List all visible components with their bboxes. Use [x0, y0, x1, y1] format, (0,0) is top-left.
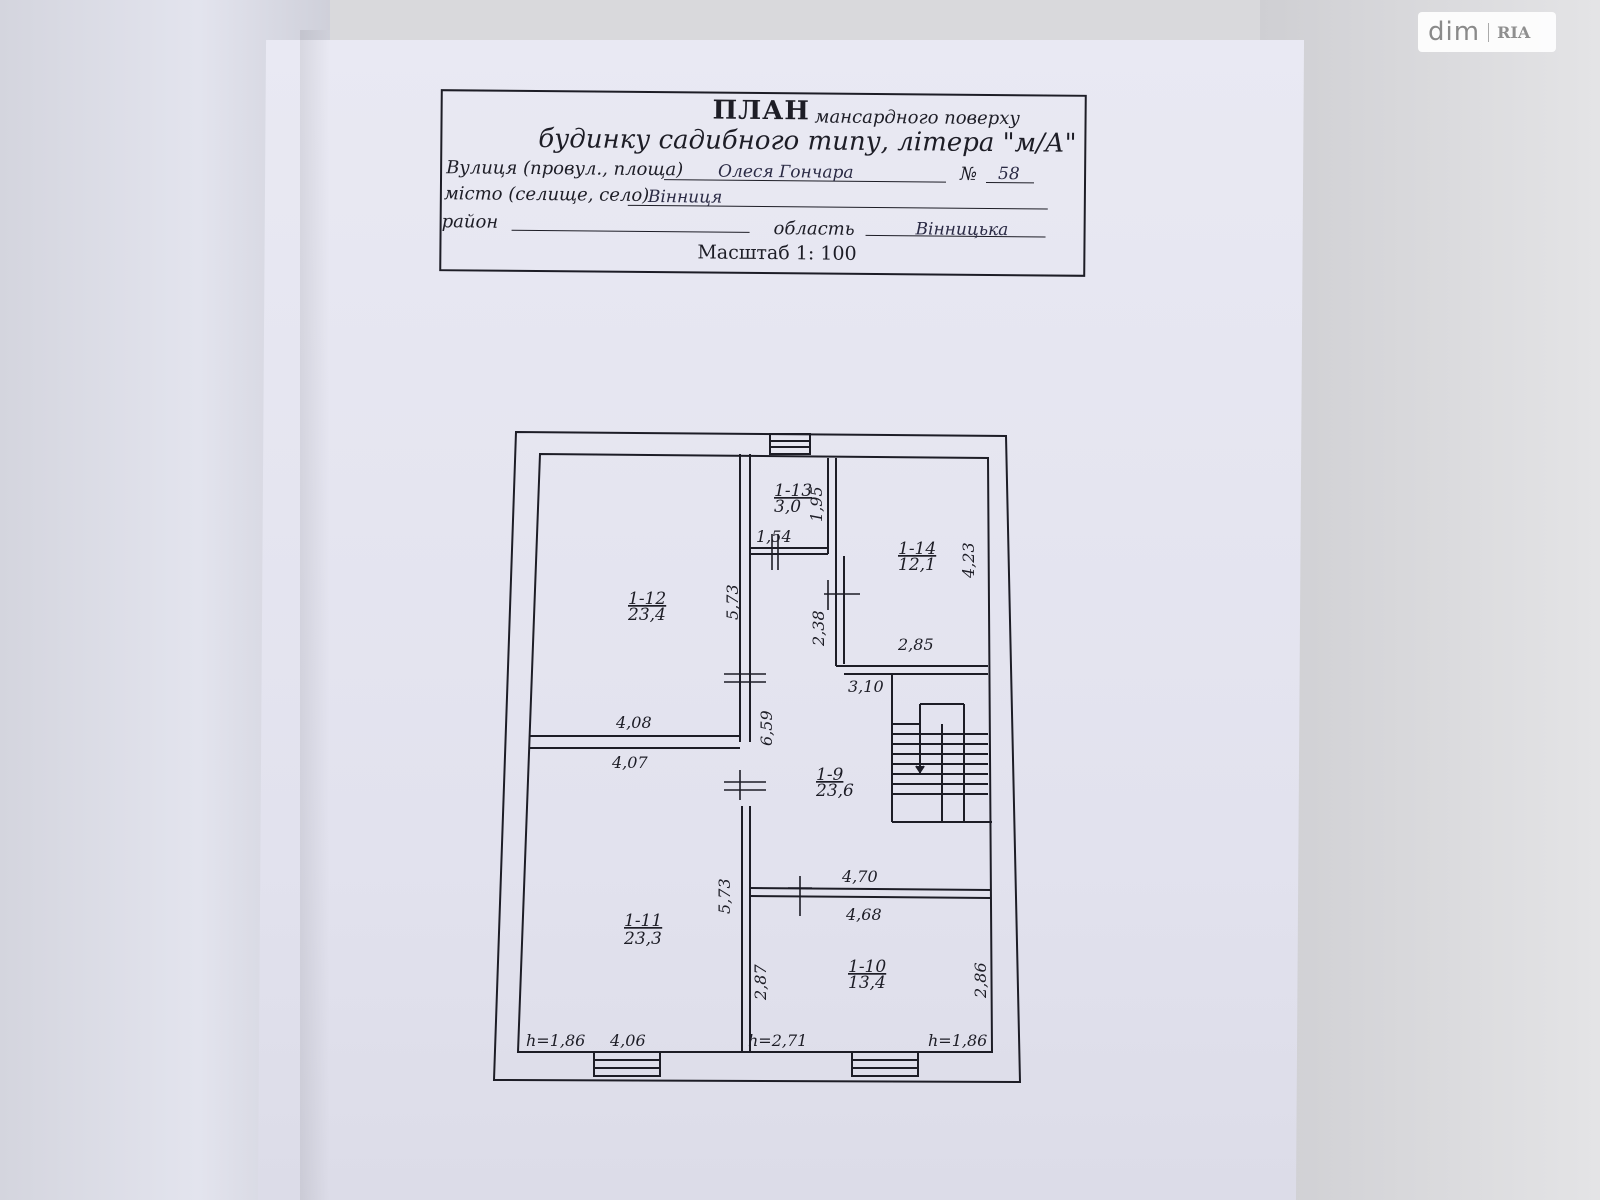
dim-2-38: 2,38: [809, 610, 828, 647]
watermark-dim: dim: [1428, 17, 1481, 47]
dim-4-08: 4,08: [615, 713, 652, 732]
dim-2-86: 2,86: [971, 962, 990, 999]
outer-wall: [492, 430, 1022, 1084]
room-1-12-id: 1-12: [628, 589, 666, 609]
height-left: h=1,86: [526, 1031, 585, 1050]
window-bottom-left: [593, 1051, 661, 1077]
dim-5-73-bottom: 5,73: [715, 878, 734, 914]
dim-4-68: 4,68: [845, 905, 882, 924]
room-1-10-area: 13,4: [848, 973, 886, 993]
floor-plan-drawing: 1-12 23,4 1-13 3,0 1-14 12,1 1-9 23,6 1-…: [492, 430, 1022, 1084]
dim-2-87: 2,87: [751, 964, 770, 1001]
dim-1-54: 1,54: [756, 527, 792, 546]
room-1-14-id: 1-14: [898, 539, 936, 559]
dimria-watermark-logo: dim RIA: [1418, 12, 1556, 52]
height-mid: h=2,71: [748, 1031, 807, 1050]
city-label: місто (селище, село): [443, 183, 650, 207]
watermark-ria: RIA: [1488, 22, 1530, 42]
dim-4-06: 4,06: [609, 1031, 646, 1050]
floor-plan: 1-12 23,4 1-13 3,0 1-14 12,1 1-9 23,6 1-…: [488, 430, 1048, 1100]
room-1-11-area: 23,3: [623, 929, 662, 949]
room-1-9-area: 23,6: [815, 781, 854, 801]
dim-3-10: 3,10: [848, 677, 884, 696]
window-top: [769, 433, 811, 455]
window-bottom-right: [851, 1051, 919, 1077]
dim-5-73-top: 5,73: [723, 584, 742, 620]
plan-heading: ПЛАН: [712, 95, 811, 127]
street-label: Вулиця (провул., площа): [446, 157, 684, 181]
dim-2-85: 2,85: [897, 635, 934, 654]
room-1-10-id: 1-10: [848, 957, 886, 977]
dim-1-95: 1,95: [807, 486, 826, 522]
scale-label: Масштаб 1: 100: [697, 241, 857, 265]
wall-h-right: [749, 887, 991, 891]
dim-4-07: 4,07: [611, 753, 648, 772]
staircase: [891, 674, 992, 823]
building-subtitle: будинку садибного типу, літера "м/А": [538, 124, 1077, 159]
inner-wall: [516, 452, 994, 1053]
dim-4-70: 4,70: [841, 867, 878, 886]
background-table: [1260, 0, 1600, 1200]
room-1-11-id: 1-11: [624, 911, 662, 931]
room-1-13-id: 1-13: [774, 481, 812, 501]
district-label: район: [441, 211, 499, 233]
room-1-13-area: 3,0: [774, 497, 801, 517]
room-1-12-area: 23,4: [627, 605, 666, 625]
number-value: 58: [997, 164, 1020, 185]
room-1-14-area: 12,1: [898, 555, 936, 575]
city-value: Вінниця: [647, 186, 723, 208]
street-value: Олеся Гончара: [718, 161, 854, 183]
page-fold-shadow: [300, 30, 330, 1200]
district-line: [511, 229, 750, 233]
title-block: ПЛАН мансардного поверху будинку садибно…: [439, 89, 1087, 277]
region-value: Вінницька: [915, 219, 1009, 241]
dim-6-59: 6,59: [757, 710, 776, 746]
door-marks: [724, 534, 860, 916]
height-right: h=1,86: [928, 1031, 987, 1050]
dim-4-23: 4,23: [959, 542, 978, 579]
number-label: №: [959, 163, 978, 185]
region-label: область: [773, 218, 855, 240]
room-1-9-id: 1-9: [816, 765, 844, 785]
